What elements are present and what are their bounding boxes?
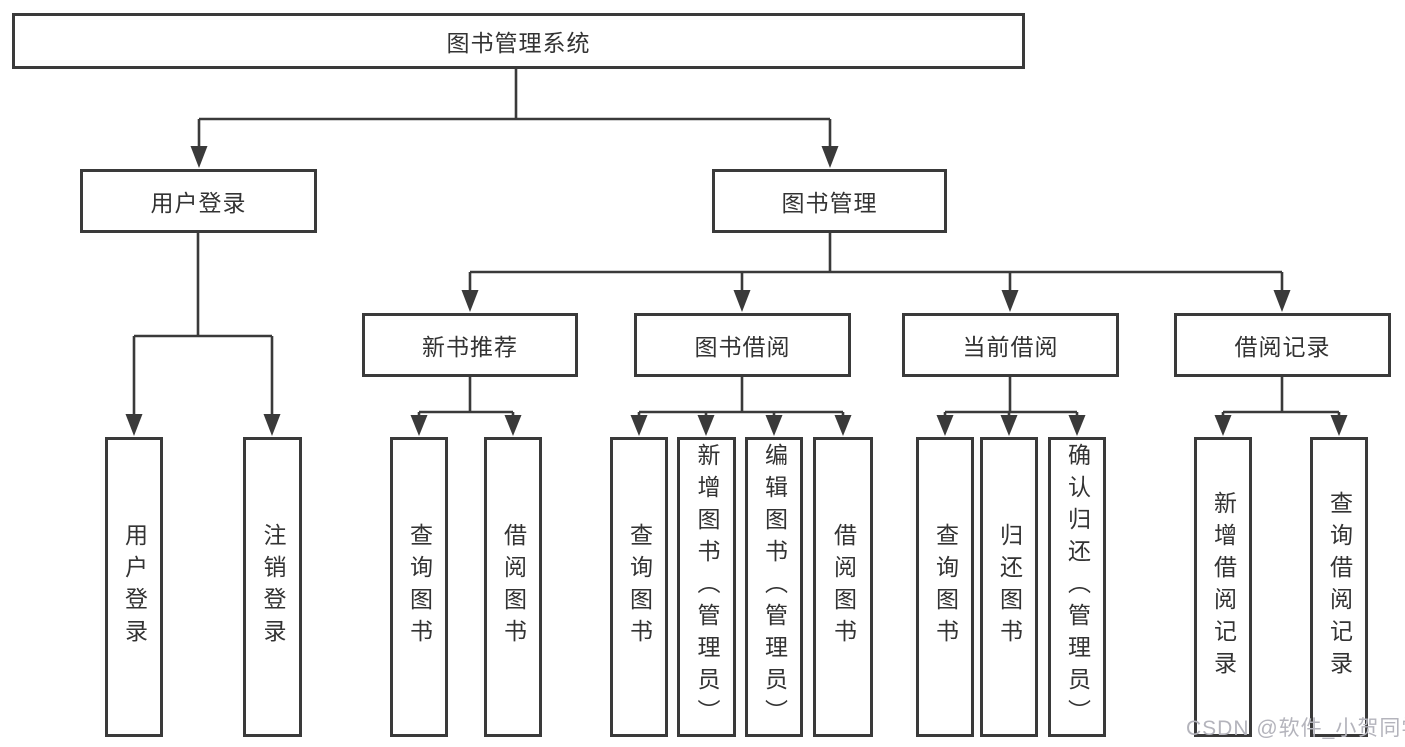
leaf-query-books-recommend-label: 查询图书 (406, 523, 433, 651)
leaf-query-borrow-record: 查询借阅记录 (1310, 437, 1368, 737)
leaf-add-book-admin: 新增图书（管理员） (677, 437, 736, 737)
connector-root-to-level2 (190, 69, 839, 168)
connector-book-management-to-level3 (461, 233, 1291, 312)
node-current-borrow: 当前借阅 (902, 313, 1119, 377)
leaf-query-borrow-record-label: 查询借阅记录 (1326, 491, 1353, 683)
connector-current-borrow-to-leaves (936, 377, 1086, 436)
leaf-query-books-current: 查询图书 (916, 437, 974, 737)
node-book-borrow: 图书借阅 (634, 313, 851, 377)
leaf-add-book-admin-label: 新增图书（管理员） (694, 443, 720, 731)
node-root: 图书管理系统 (12, 13, 1025, 69)
leaf-confirm-return-admin-label: 确认归还（管理员） (1064, 443, 1091, 731)
leaf-borrow-books: 借阅图书 (813, 437, 873, 737)
connector-user-login-to-leaves (125, 233, 281, 436)
leaf-query-books-borrow: 查询图书 (610, 437, 668, 737)
leaf-query-books-recommend: 查询图书 (390, 437, 448, 737)
leaf-add-borrow-record: 新增借阅记录 (1194, 437, 1252, 737)
connector-new-book-recommend-to-leaves (410, 377, 522, 436)
leaf-confirm-return-admin: 确认归还（管理员） (1048, 437, 1106, 737)
leaf-edit-book-admin: 编辑图书（管理员） (745, 437, 803, 737)
leaf-borrow-books-label: 借阅图书 (830, 523, 857, 651)
watermark: CSDN @软件_小贺同学 (1186, 717, 1405, 740)
leaf-return-book: 归还图书 (980, 437, 1038, 737)
leaf-return-book-label: 归还图书 (996, 523, 1023, 651)
connector-book-borrow-to-leaves (630, 377, 852, 436)
node-borrow-records: 借阅记录 (1174, 313, 1391, 377)
leaf-borrow-books-recommend: 借阅图书 (484, 437, 542, 737)
leaf-user-login: 用户登录 (105, 437, 163, 737)
leaf-edit-book-admin-label: 编辑图书（管理员） (761, 443, 788, 731)
node-new-book-recommend: 新书推荐 (362, 313, 578, 377)
leaf-logout: 注销登录 (243, 437, 302, 737)
leaf-query-books-borrow-label: 查询图书 (626, 523, 653, 651)
leaf-user-login-label: 用户登录 (121, 523, 148, 651)
leaf-logout-label: 注销登录 (260, 523, 286, 651)
connector-borrow-records-to-leaves (1214, 377, 1348, 436)
leaf-query-books-current-label: 查询图书 (932, 523, 959, 651)
leaf-add-borrow-record-label: 新增借阅记录 (1210, 491, 1237, 683)
leaf-borrow-books-recommend-label: 借阅图书 (500, 523, 527, 651)
node-user-login: 用户登录 (80, 169, 317, 233)
node-book-management: 图书管理 (712, 169, 947, 233)
